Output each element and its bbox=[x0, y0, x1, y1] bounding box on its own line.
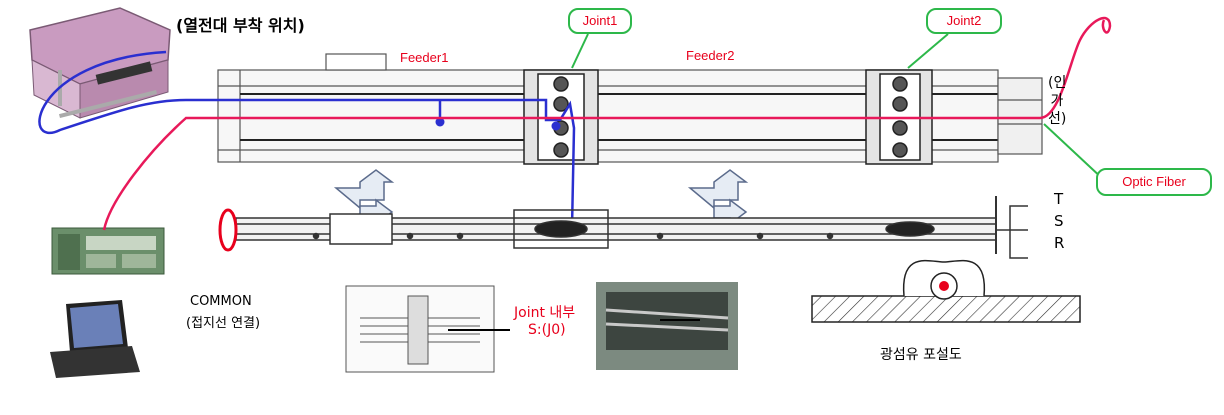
fiber-laying-label: 광섬유 포설도 bbox=[880, 347, 962, 363]
optic-fiber-label: Optic Fiber bbox=[1122, 174, 1186, 189]
phase-s-label: S bbox=[1054, 212, 1064, 230]
controller-module bbox=[51, 227, 165, 275]
joint-code-label: S:(J0) bbox=[528, 322, 566, 338]
laptop bbox=[50, 300, 140, 378]
phase-t-label: T bbox=[1054, 190, 1064, 208]
common-label: COMMON bbox=[190, 294, 252, 309]
joint-interior-drawing bbox=[345, 285, 510, 373]
thermocouple-wire bbox=[38, 50, 576, 229]
busway-side bbox=[235, 196, 1028, 259]
joint-inside-label: Joint 내부 bbox=[514, 305, 576, 321]
updown-arrow-right bbox=[687, 169, 749, 226]
joint-interior-photo bbox=[596, 282, 738, 370]
sensor-point-joint1 bbox=[551, 121, 561, 131]
common-ground-ring bbox=[218, 208, 238, 252]
joint2-callout: Joint2 bbox=[926, 8, 1002, 34]
phase-r-label: R bbox=[1054, 234, 1065, 252]
joint1-callout: Joint1 bbox=[568, 8, 632, 34]
optic-fiber-callout: Optic Fiber bbox=[1096, 168, 1212, 196]
feeder1-label: Feeder1 bbox=[400, 50, 449, 65]
fiber-laying-diagram bbox=[811, 259, 1081, 323]
optic-fiber-line bbox=[102, 16, 1112, 231]
feeder2-label: Feeder2 bbox=[686, 48, 735, 63]
location-title: (열전대 부착 위치) bbox=[176, 16, 305, 35]
joint1-label: Joint1 bbox=[582, 13, 618, 28]
data-logger-device bbox=[29, 7, 171, 119]
common-ground-label: (접지선 연결) bbox=[186, 316, 261, 331]
incoming-line-label: (인가선) bbox=[1048, 75, 1067, 127]
fiber-core-dot bbox=[939, 281, 949, 291]
joint2-label: Joint2 bbox=[946, 13, 982, 28]
